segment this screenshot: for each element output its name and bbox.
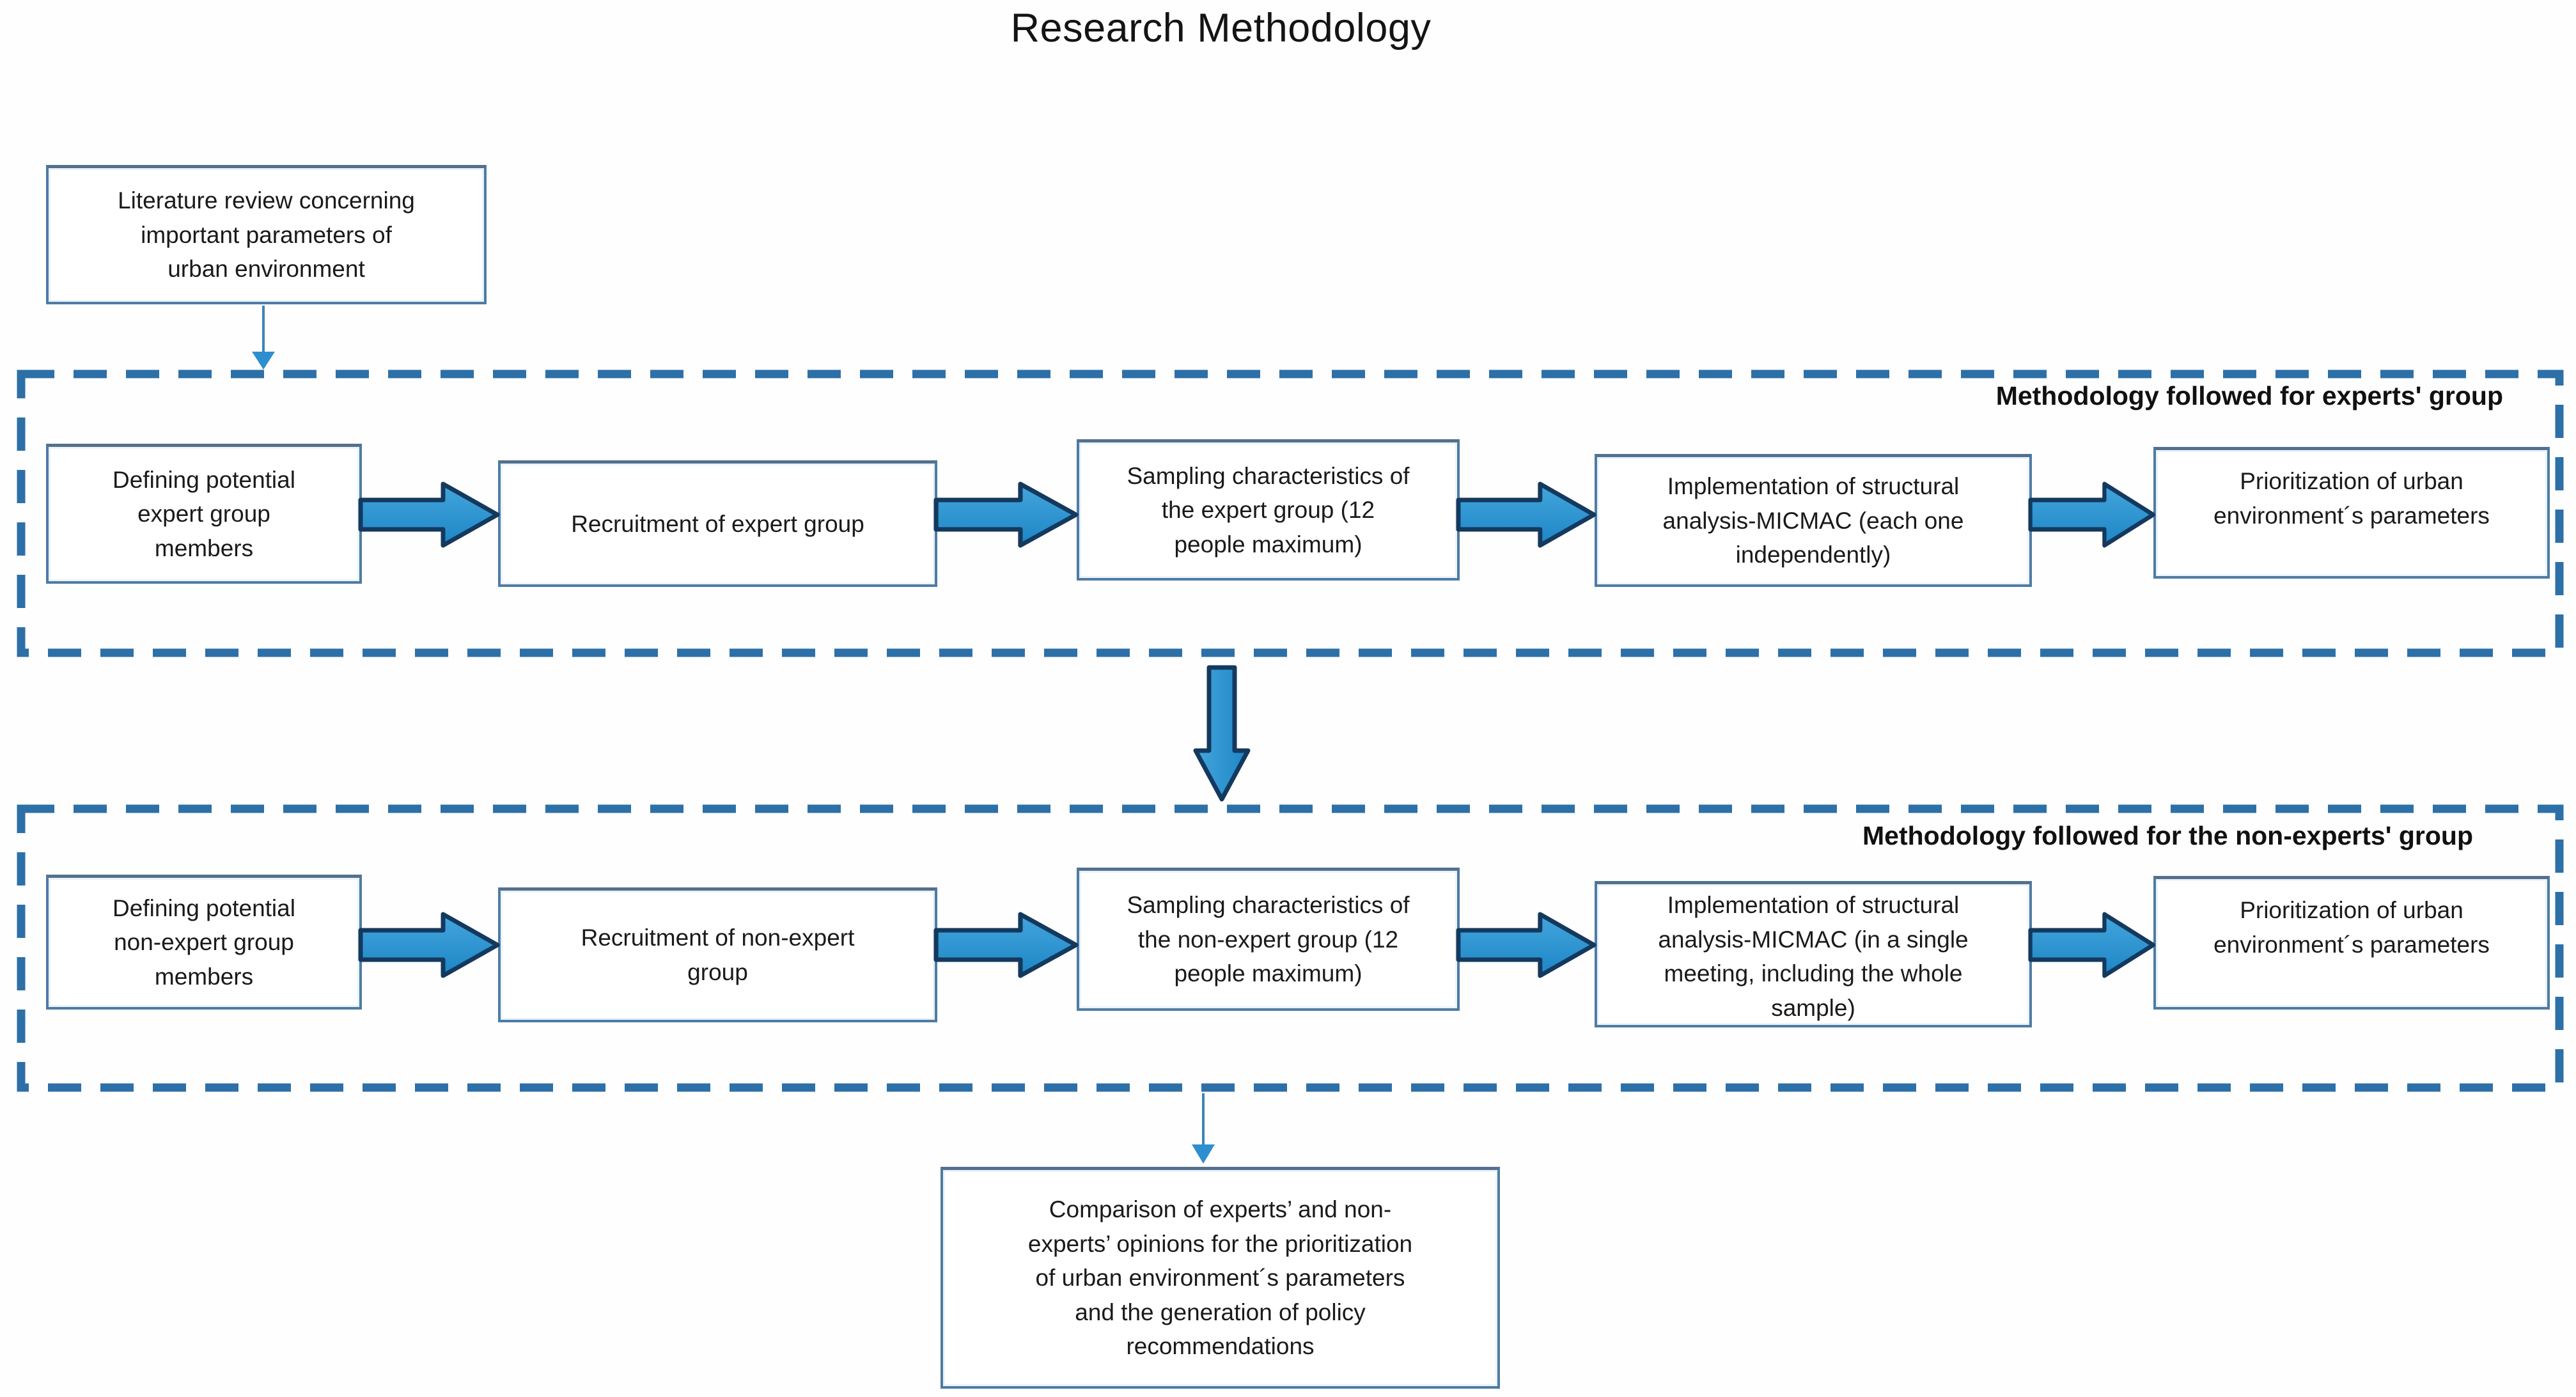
step-box-experts-3: Sampling characteristics of the expert g… — [1077, 439, 1460, 581]
step-box-experts-4: Implementation of structural analysis-MI… — [1595, 454, 2032, 587]
flow-arrow-right-icon — [358, 476, 502, 553]
flow-arrow-down-icon — [1192, 665, 1252, 804]
experts-group-label: Methodology followed for experts' group — [1995, 381, 2503, 410]
step-box-non-experts-5: Prioritization of urban environment´s pa… — [2153, 876, 2550, 1010]
flow-arrow-right-icon — [358, 907, 502, 983]
comparison-box: Comparison of experts’ and non- experts’… — [941, 1167, 1500, 1389]
step-box-non-experts-4: Implementation of structural analysis-MI… — [1595, 881, 2032, 1027]
literature-review-box: Literature review concerning important p… — [46, 165, 487, 304]
dashed-border — [17, 804, 2564, 1092]
non-experts-group-label: Methodology followed for the non-experts… — [1862, 821, 2473, 850]
dashed-border — [17, 370, 2564, 657]
step-box-non-experts-1: Defining potential non-expert group memb… — [46, 875, 362, 1010]
flow-arrow-right-icon — [2028, 907, 2157, 983]
flow-arrow-right-icon — [933, 476, 1081, 553]
connector-arrow-down-icon — [1187, 1093, 1220, 1165]
flow-arrow-right-icon — [2028, 476, 2157, 553]
page-title: Research Methodology — [1010, 6, 1432, 51]
step-box-experts-5: Prioritization of urban environment´s pa… — [2153, 447, 2550, 579]
step-box-non-experts-3: Sampling characteristics of the non-expe… — [1077, 868, 1460, 1011]
flow-arrow-right-icon — [1456, 907, 1598, 983]
flow-arrow-right-icon — [1456, 476, 1598, 553]
connector-arrow-down-icon — [247, 306, 280, 371]
step-box-experts-2: Recruitment of expert group — [498, 460, 937, 587]
flow-arrow-right-icon — [933, 907, 1081, 983]
step-box-non-experts-2: Recruitment of non-expert group — [498, 887, 937, 1022]
step-box-experts-1: Defining potential expert group members — [46, 444, 362, 584]
non-experts-group-frame: Methodology followed for the non-experts… — [17, 804, 2564, 1092]
experts-group-frame: Methodology followed for experts' group — [17, 370, 2564, 657]
